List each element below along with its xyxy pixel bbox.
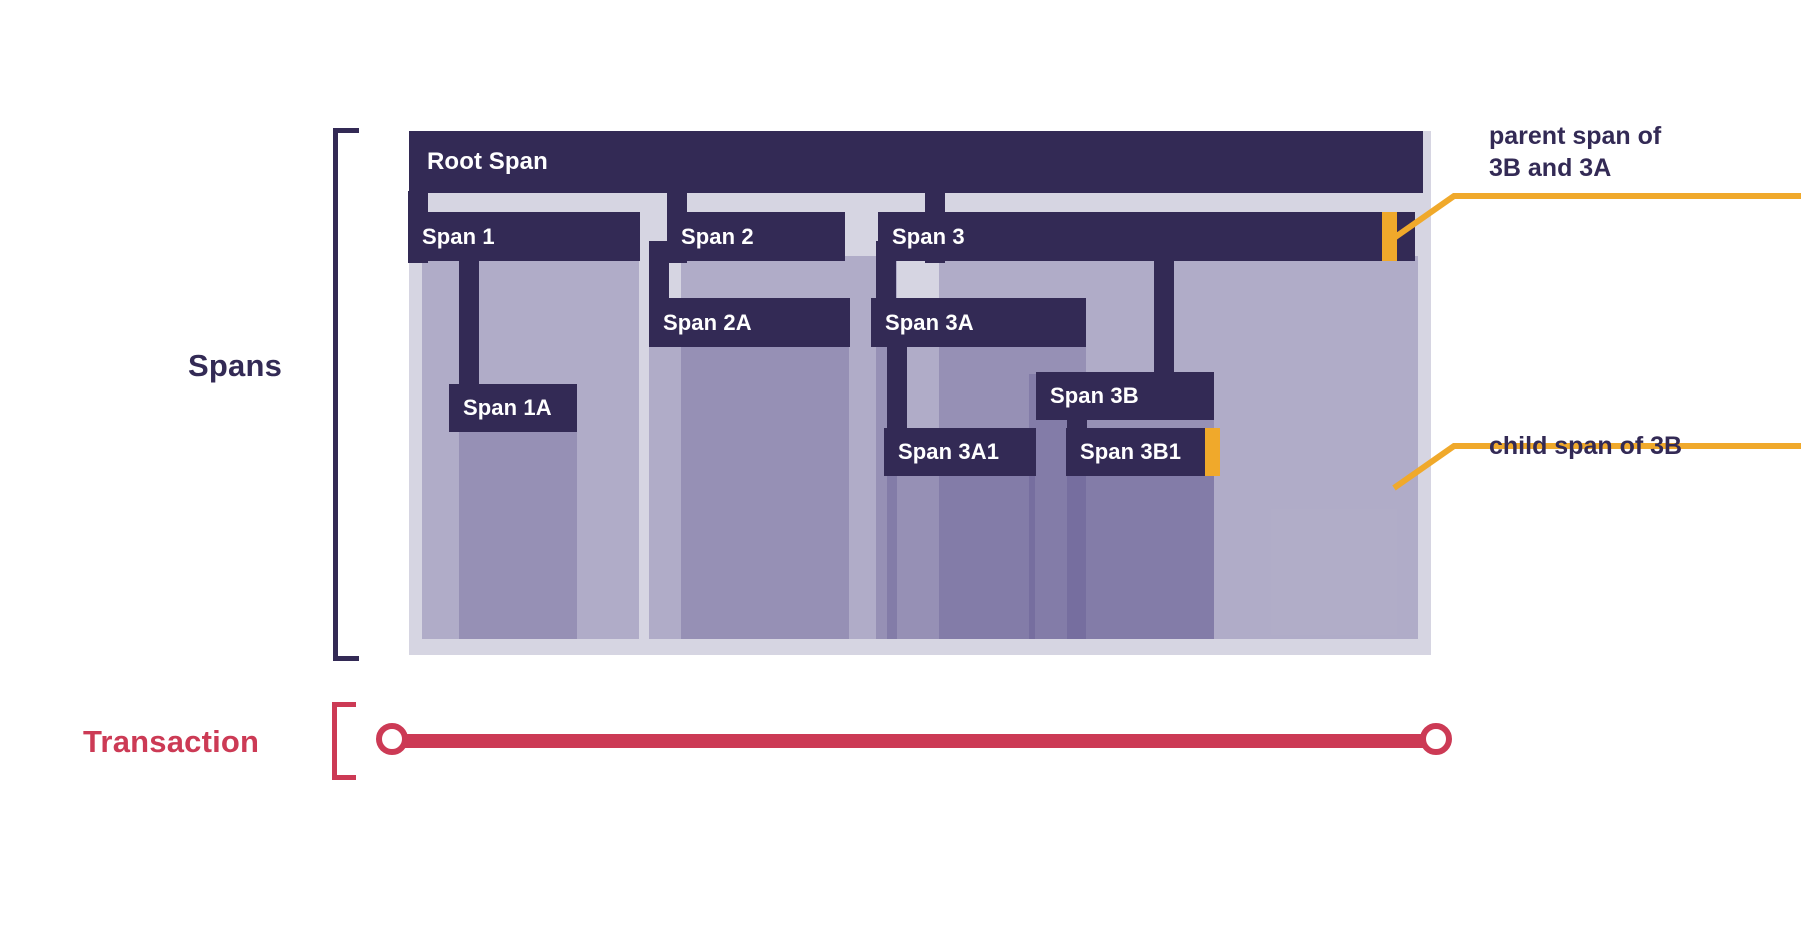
child-callout-label: child span of 3B: [1489, 432, 1683, 460]
nest-block-span1: [422, 256, 639, 639]
span-bar-root[interactable]: Root Span: [409, 131, 1423, 193]
transaction-start-dot[interactable]: [376, 723, 408, 755]
parent-callout-label: parent span of 3B and 3A: [1489, 122, 1662, 182]
span-bar-span3[interactable]: Span 3: [878, 212, 1415, 261]
span-bar-span3a1[interactable]: Span 3A1: [884, 428, 1036, 476]
span-waterfall-panel: Root Span Span 1 Span 1A Span 2 Span 2A …: [408, 131, 1431, 655]
child-callout-leader-line: [1392, 443, 1801, 491]
child-span-marker-icon: [1205, 428, 1220, 476]
parent-span-marker-icon: [1382, 212, 1397, 261]
span-bar-span2a[interactable]: Span 2A: [649, 298, 850, 347]
transaction-section-label: Transaction: [83, 724, 260, 759]
transaction-bar[interactable]: [386, 734, 1440, 748]
span-bar-span2[interactable]: Span 2: [667, 212, 845, 261]
span-bar-span3b1[interactable]: Span 3B1: [1066, 428, 1214, 476]
nest-block-span3a1: [887, 461, 1035, 639]
stem-span1-to-span1a: [459, 241, 479, 417]
span-bar-span1[interactable]: Span 1: [408, 212, 640, 261]
span-bar-span3a[interactable]: Span 3A: [871, 298, 1086, 347]
stem-span3a-to-span3a1: [887, 316, 907, 461]
parent-callout-leader-line: [1392, 193, 1801, 241]
transaction-bracket: [332, 702, 356, 780]
spans-bracket: [333, 128, 359, 661]
transaction-end-dot[interactable]: [1420, 723, 1452, 755]
nest-block-span3b1: [1067, 461, 1214, 639]
span-bar-span3b[interactable]: Span 3B: [1036, 372, 1214, 420]
nest-block-span1a: [459, 417, 577, 639]
span-bar-span1a[interactable]: Span 1A: [449, 384, 577, 432]
stem-span3-to-span3b: [1154, 241, 1174, 375]
spans-section-label: Spans: [188, 348, 283, 383]
nest-block-span2a: [649, 330, 849, 639]
